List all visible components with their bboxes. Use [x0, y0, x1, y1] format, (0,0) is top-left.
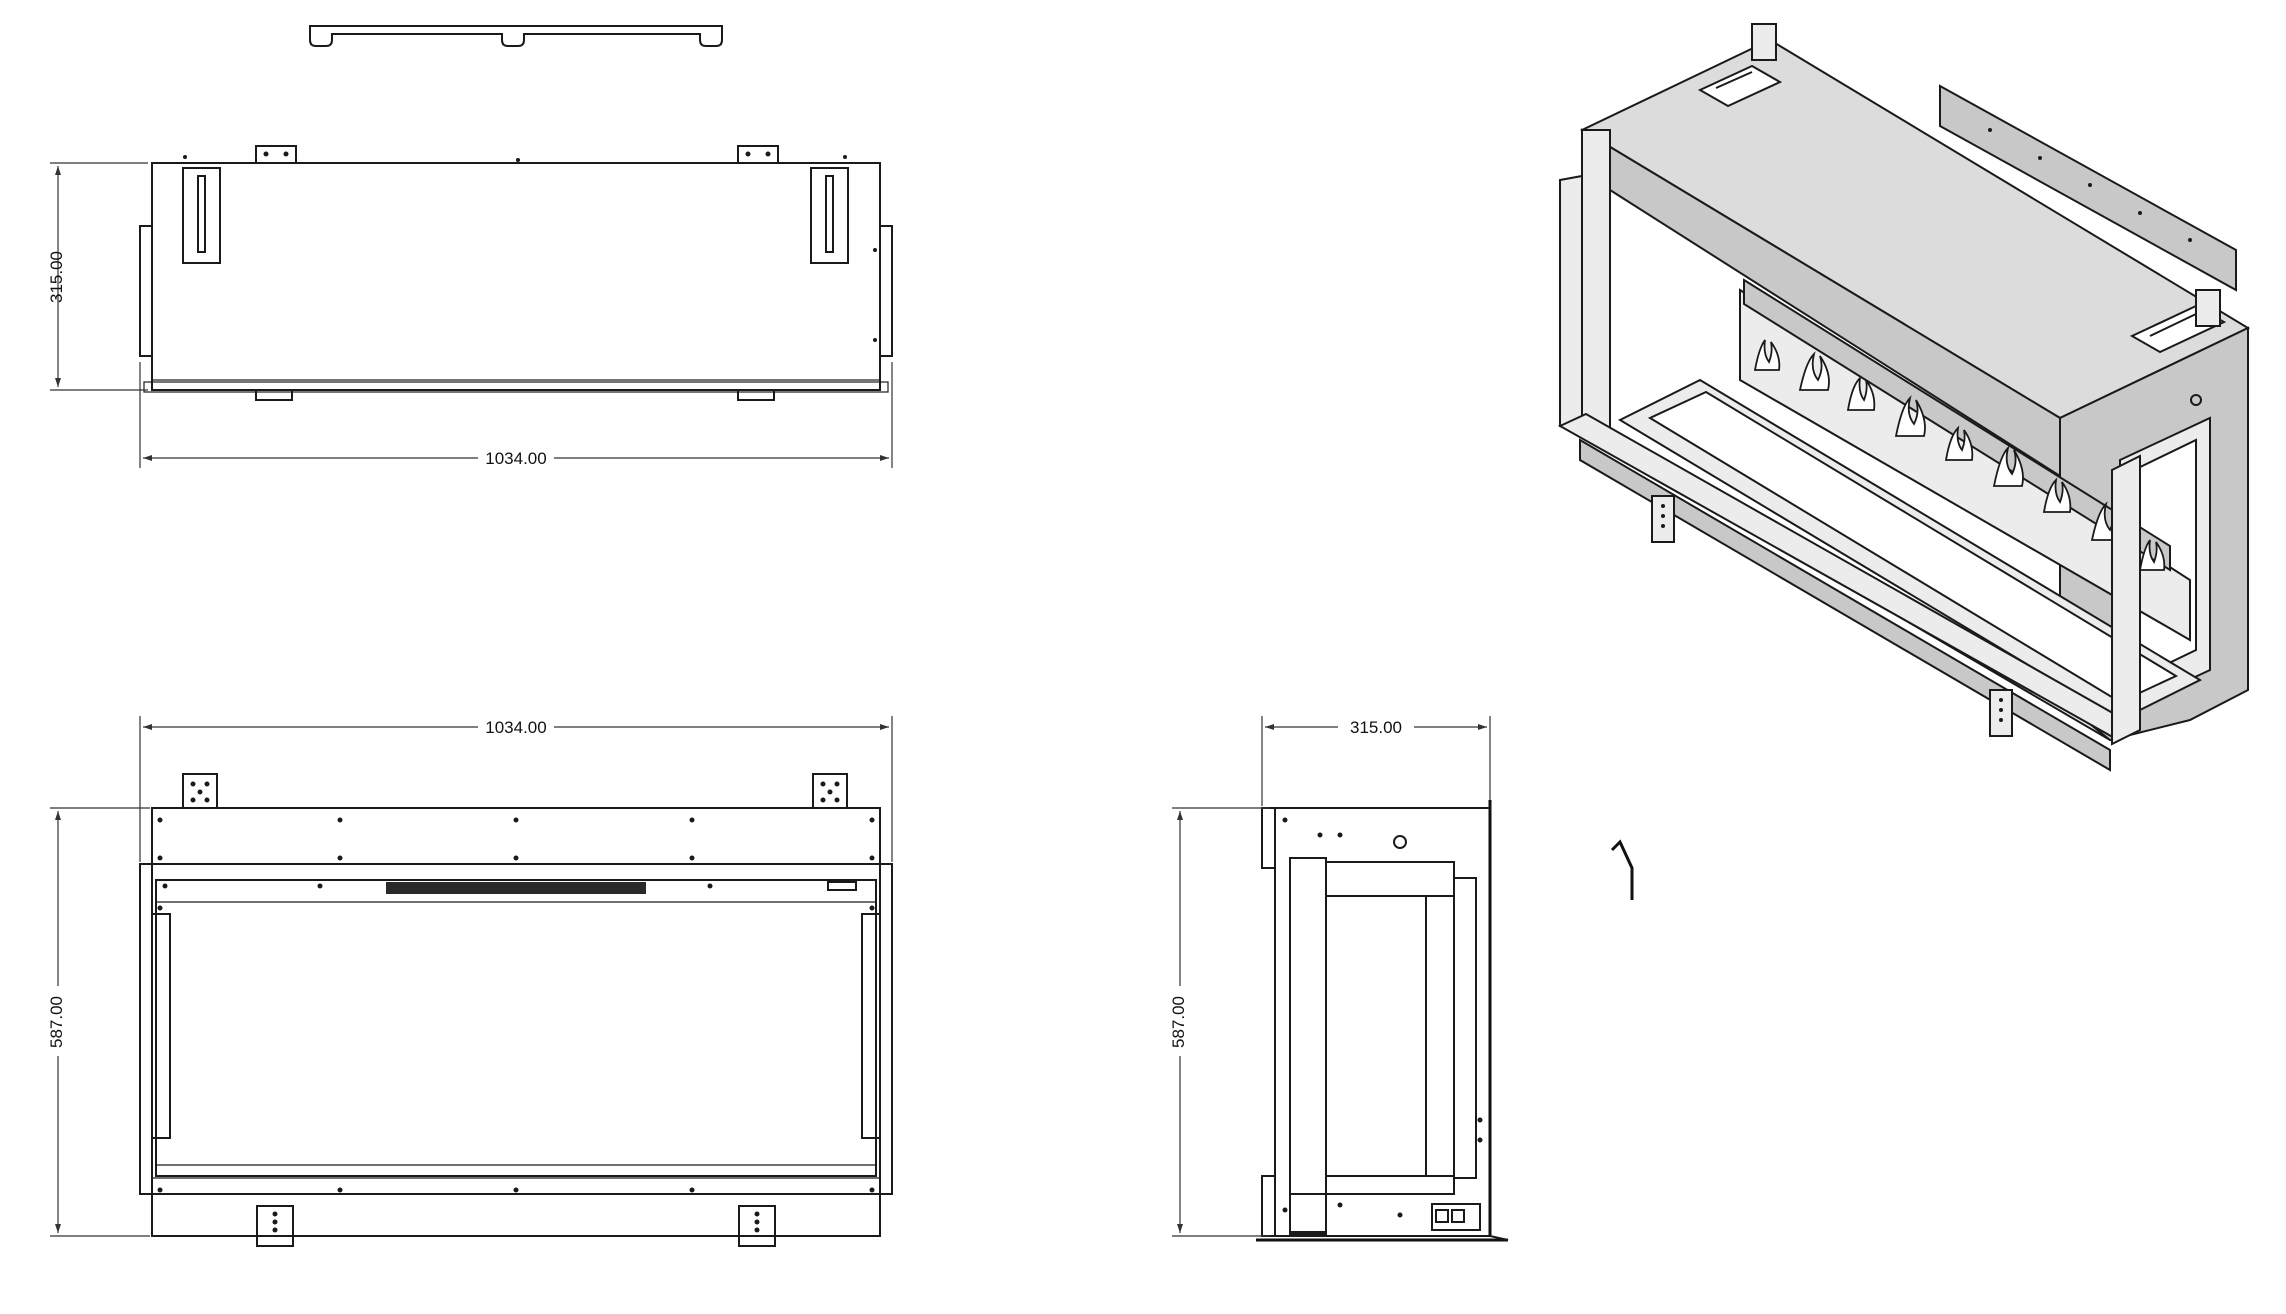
isometric-view — [1557, 23, 2251, 772]
flame-panel — [1753, 339, 2166, 571]
side-view-height-label: 587.00 — [1169, 996, 1188, 1048]
top-view: 315.00 1034.00 — [47, 25, 893, 468]
front-view-width-label: 1034.00 — [485, 718, 546, 737]
top-view-depth-label: 315.00 — [47, 251, 66, 303]
top-view-width-label: 1034.00 — [485, 449, 546, 468]
side-view: 315.00 587.00 — [1166, 715, 1509, 1242]
top-bracket — [309, 25, 723, 47]
hook-part — [1610, 839, 1634, 900]
front-view: 1034.00 587.00 — [44, 715, 893, 1247]
side-view-depth-label: 315.00 — [1350, 718, 1402, 737]
top-view-body — [151, 162, 881, 391]
front-view-height-label: 587.00 — [47, 996, 66, 1048]
